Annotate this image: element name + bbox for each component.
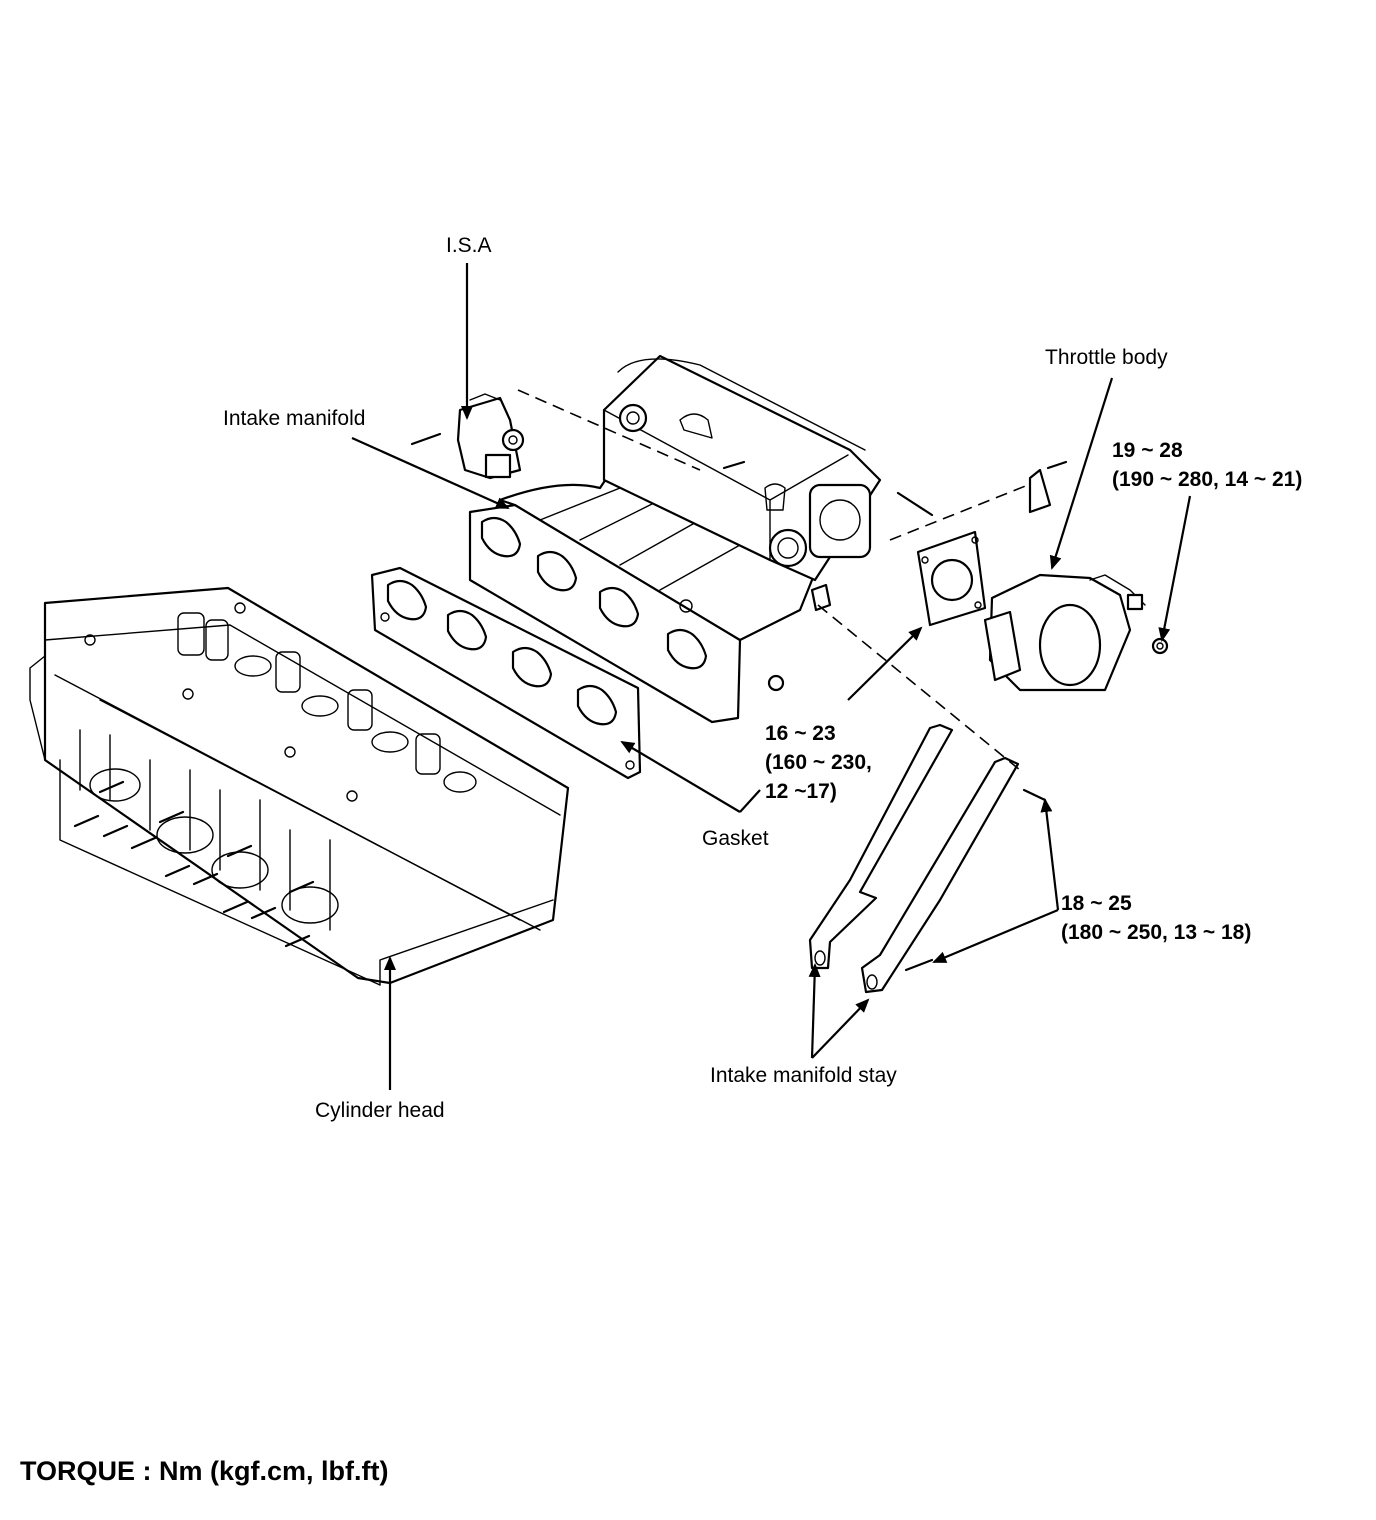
isa-label: I.S.A — [446, 234, 492, 257]
cylinder-head-label: Cylinder head — [315, 1099, 445, 1122]
throttle-torque-conversion: (190 ~ 280, 14 ~ 21) — [1112, 468, 1303, 491]
torque-units-legend: TORQUE : Nm (kgf.cm, lbf.ft) — [20, 1456, 389, 1486]
intake-manifold-label: Intake manifold — [223, 407, 366, 430]
isa-valve-drawing — [410, 393, 525, 480]
cylinder-head-drawing — [29, 586, 570, 986]
gasket-label: Gasket — [702, 827, 769, 850]
intake-manifold-drawing — [468, 354, 934, 724]
manifold-torque-value: 16 ~ 23 — [765, 722, 836, 745]
stay-torque-conversion: (180 ~ 250, 13 ~ 18) — [1061, 921, 1252, 944]
leader-lines — [351, 263, 1192, 1090]
throttle-body-label: Throttle body — [1045, 346, 1168, 369]
assembly-guide-lines — [517, 389, 1029, 771]
manifold-torque-conversion-1: (160 ~ 230, — [765, 751, 872, 774]
throttle-torque-value: 19 ~ 28 — [1112, 439, 1183, 462]
gasket-drawing — [370, 566, 642, 780]
intake-manifold-stay-label: Intake manifold stay — [710, 1064, 897, 1087]
throttle-body-gasket-drawing — [916, 530, 987, 627]
manifold-torque-conversion-2: 12 ~17) — [765, 780, 837, 803]
stay-torque-value: 18 ~ 25 — [1061, 892, 1132, 915]
throttle-body-drawing — [983, 460, 1169, 692]
